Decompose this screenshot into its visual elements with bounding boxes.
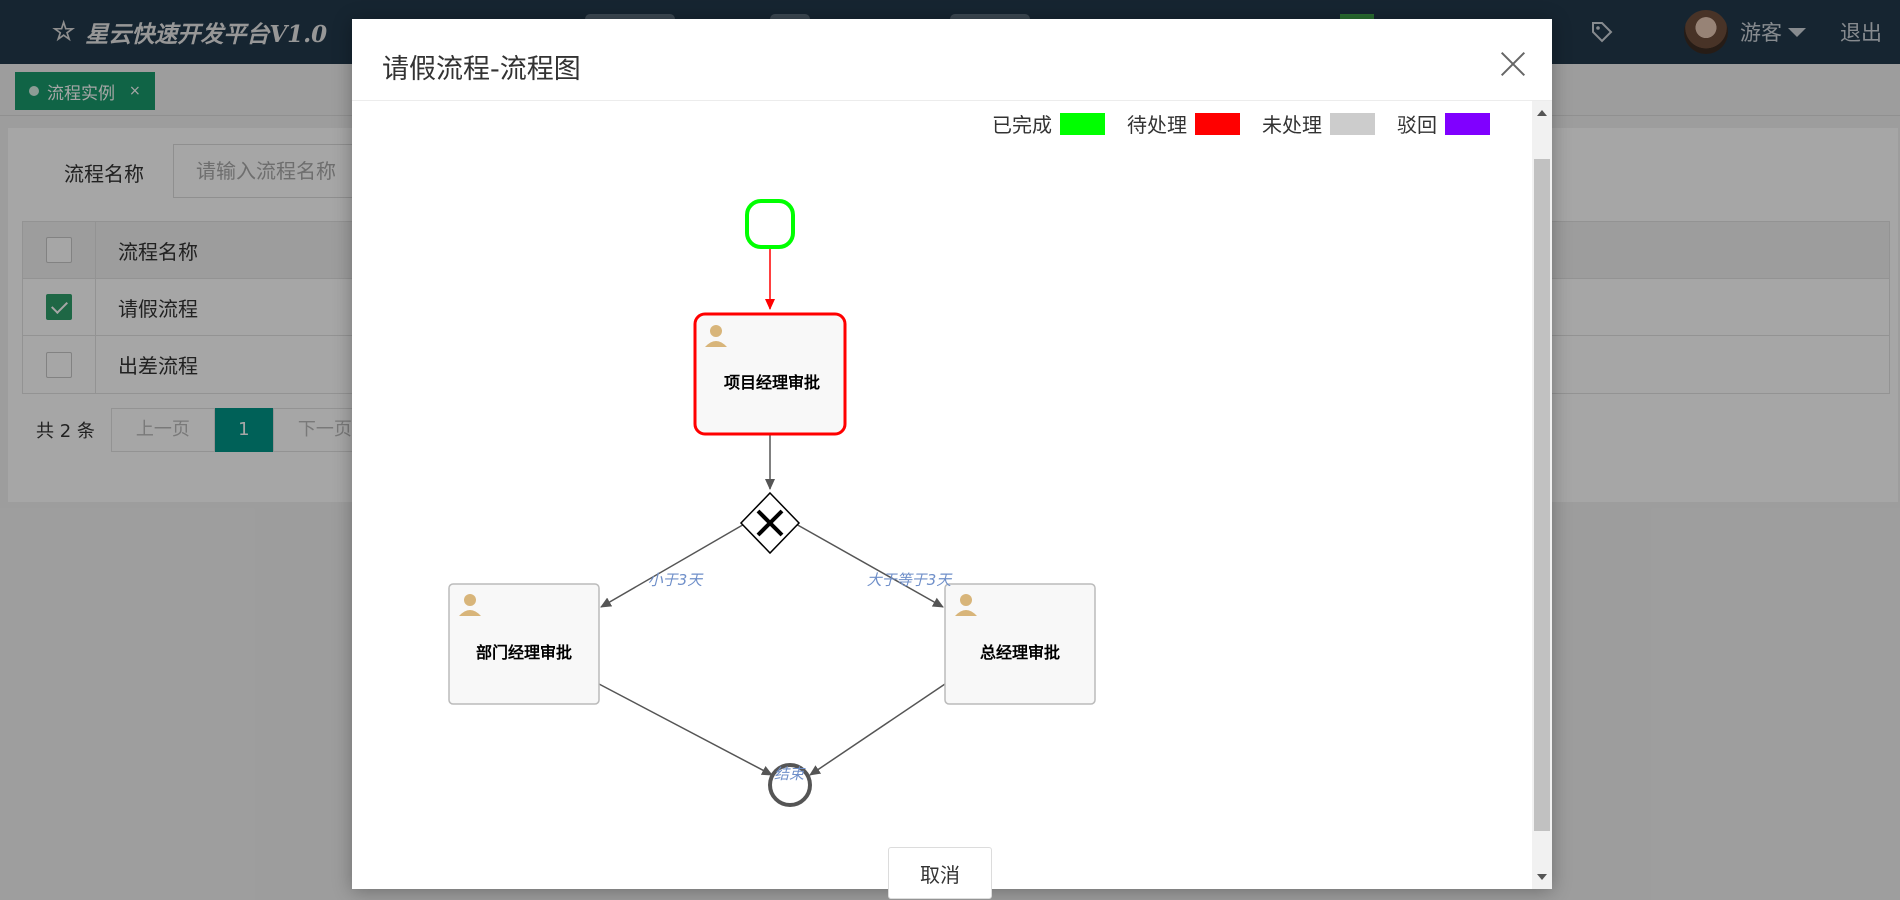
flow-label: 大于等于3天 xyxy=(867,571,954,589)
task-label: 项目经理审批 xyxy=(724,373,820,392)
flow-less-3-days xyxy=(600,518,754,608)
flow-gte-3-days xyxy=(786,518,944,608)
flow-dept-to-end xyxy=(598,683,773,776)
column-header: 流程名称 xyxy=(118,239,198,264)
legend-item: 驳回 xyxy=(1397,109,1490,138)
page-number-button[interactable]: 1 xyxy=(214,408,273,452)
cancel-button[interactable]: 取消 xyxy=(888,847,992,899)
table-row[interactable]: 出差流程 xyxy=(23,336,1889,393)
user-name[interactable]: 游客 xyxy=(1740,21,1782,45)
prev-page-button[interactable]: 上一页 xyxy=(110,408,215,452)
dot-icon xyxy=(29,86,39,96)
flow-label: 小于3天 xyxy=(648,571,705,589)
user-icon xyxy=(955,594,977,616)
search-input[interactable]: 请输入流程名称 xyxy=(173,144,393,198)
tab-label: 流程实例 xyxy=(47,83,115,104)
filter-label: 流程名称 xyxy=(64,162,144,186)
flow-label: 结束 xyxy=(774,765,806,783)
close-icon[interactable] xyxy=(1500,51,1526,77)
legend-label: 驳回 xyxy=(1397,113,1437,137)
exclusive-gateway[interactable] xyxy=(739,491,801,555)
table-cell: 请假流程 xyxy=(118,296,198,321)
start-event[interactable] xyxy=(745,199,795,249)
task-label: 部门经理审批 xyxy=(476,643,572,662)
table-cell: 出差流程 xyxy=(118,354,198,378)
legend: 已完成 待处理 未处理 驳回 xyxy=(992,109,1490,138)
legend-item: 已完成 xyxy=(992,109,1105,138)
legend-swatch xyxy=(1330,112,1375,135)
scroll-up-icon[interactable] xyxy=(1537,110,1547,116)
row-checkbox[interactable] xyxy=(46,351,72,378)
user-icon xyxy=(705,325,727,347)
legend-item: 待处理 xyxy=(1127,109,1240,138)
task-project-manager-approval[interactable] xyxy=(693,312,847,436)
avatar[interactable] xyxy=(1684,10,1728,54)
star-icon: ☆ xyxy=(52,17,76,47)
dialog-header: 请假流程-流程图 xyxy=(352,19,1552,101)
dialog-body: 已完成 待处理 未处理 驳回 xyxy=(352,101,1552,899)
task-gm-approval[interactable] xyxy=(944,583,1096,705)
legend-label: 待处理 xyxy=(1127,113,1187,137)
legend-swatch xyxy=(1445,112,1490,135)
legend-label: 未处理 xyxy=(1262,113,1322,137)
close-icon[interactable]: × xyxy=(129,83,141,99)
tab-process-instance[interactable]: 流程实例 × xyxy=(15,72,155,110)
end-event[interactable] xyxy=(768,763,812,807)
scrollbar[interactable] xyxy=(1532,101,1552,889)
task-dept-manager-approval[interactable] xyxy=(448,583,600,705)
row-checkbox[interactable] xyxy=(46,294,72,320)
select-all-checkbox[interactable] xyxy=(46,237,72,263)
legend-swatch xyxy=(1060,112,1105,135)
flow-gm-to-end xyxy=(809,683,946,776)
flowchart-dialog: 请假流程-流程图 已完成 待处理 未处理 驳回 xyxy=(352,19,1552,899)
legend-label: 已完成 xyxy=(992,113,1052,137)
process-diagram: 项目经理审批 部门经理审批 总经理审批 xyxy=(448,199,1096,807)
legend-swatch xyxy=(1195,112,1240,135)
app-logo[interactable]: ☆ 星云快速开发平台V1.0 xyxy=(52,12,327,52)
tag-icon[interactable] xyxy=(1590,20,1614,44)
legend-item: 未处理 xyxy=(1262,109,1375,138)
chevron-down-icon[interactable] xyxy=(1788,27,1806,37)
app-title: 星云快速开发平台V1.0 xyxy=(85,21,328,48)
logout-link[interactable]: 退出 xyxy=(1840,21,1882,45)
total-count: 共 2 条 xyxy=(36,421,95,442)
user-icon xyxy=(459,594,481,616)
scroll-down-icon[interactable] xyxy=(1537,874,1547,880)
dialog-title: 请假流程-流程图 xyxy=(382,54,581,85)
task-label: 总经理审批 xyxy=(980,643,1060,662)
scrollbar-thumb[interactable] xyxy=(1534,159,1550,831)
